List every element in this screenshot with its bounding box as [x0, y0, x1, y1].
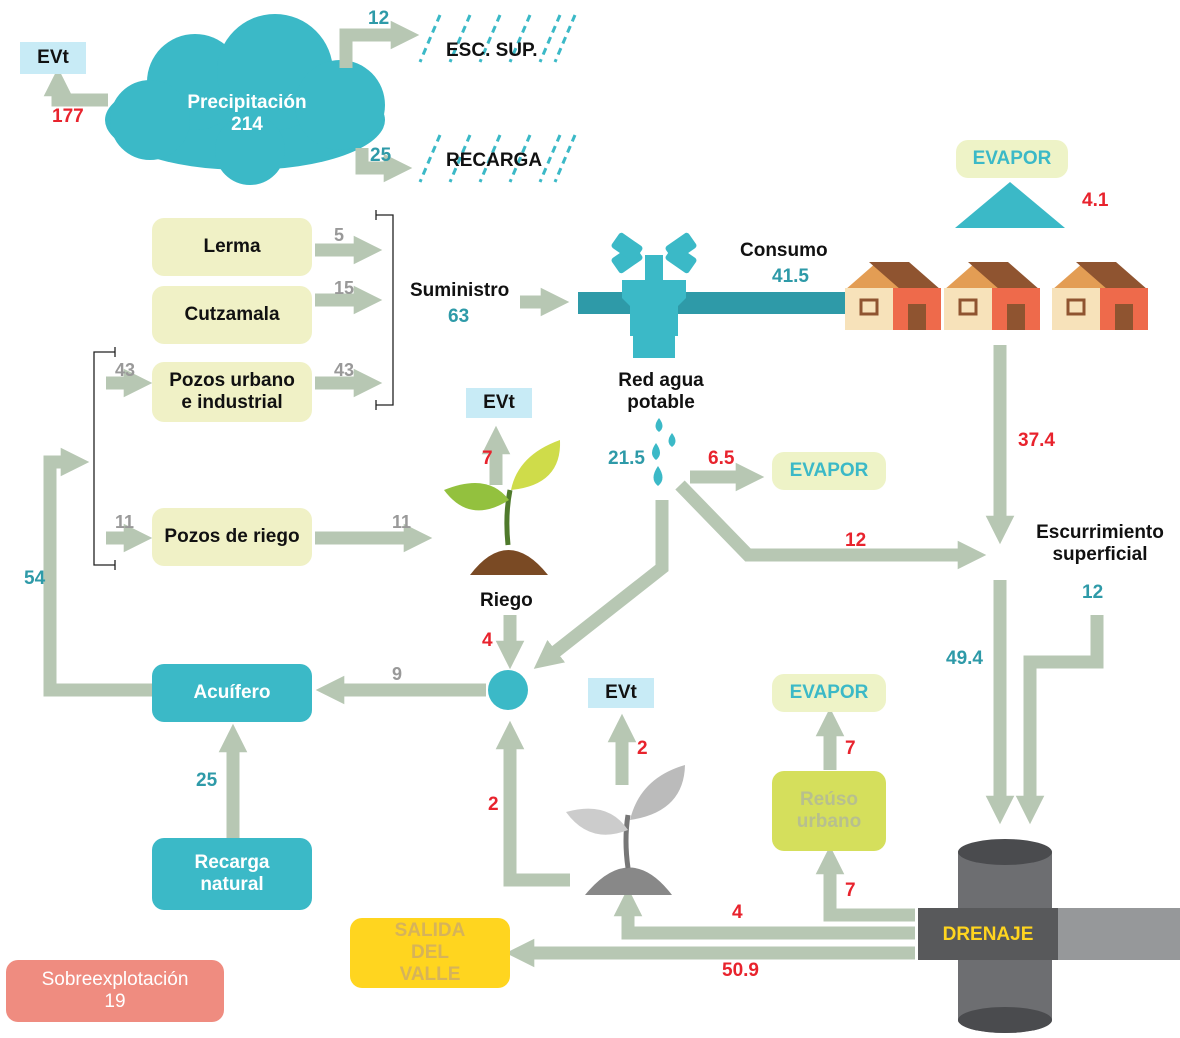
lerma-box: Lerma — [152, 218, 312, 276]
houses-icon — [845, 262, 1148, 330]
consumo-label: Consumo — [740, 240, 828, 261]
acuifero-up-value: 54 — [24, 568, 46, 589]
plant2-evt-box: EVt — [588, 678, 654, 708]
riego-label: Riego — [480, 590, 533, 611]
water-drops-icon — [652, 418, 676, 486]
leak-value: 21.5 — [608, 448, 645, 469]
arrow-acuifero-up — [43, 447, 152, 697]
plant2-evt-value: 2 — [637, 738, 648, 759]
reuso-in-value: 7 — [845, 880, 856, 901]
drenaje-salida-value: 50.9 — [722, 960, 759, 981]
plant2-node-value: 2 — [488, 794, 499, 815]
plant-icon — [444, 440, 561, 575]
evt-top-box: EVt — [20, 42, 86, 74]
pozos-urb-out-value: 43 — [334, 360, 355, 380]
esc-sup-value: 12 — [368, 8, 390, 29]
suministro-value: 63 — [448, 306, 470, 327]
arrow-drenaje-reuso — [815, 845, 915, 922]
recarga-natural-box: Recarga natural — [152, 838, 312, 910]
pozos-riego-box: Pozos de riego — [152, 508, 312, 566]
evapor-mid-box: EVAPOR — [772, 452, 886, 490]
houses-escurr-value: 37.4 — [1018, 430, 1055, 451]
riego-evt-value: 7 — [482, 448, 493, 469]
riego-node-value: 4 — [482, 630, 493, 651]
pozos-urb-in-value: 43 — [115, 360, 136, 380]
drenaje-label: DRENAJE — [942, 924, 1034, 945]
reuso-evapor-value: 7 — [845, 738, 856, 759]
recarga-label: RECARGA — [446, 150, 543, 171]
node-acuifero-value: 9 — [392, 664, 403, 684]
brackets — [93, 210, 394, 570]
esc-sup-label: ESC. SUP. — [446, 40, 538, 61]
arrow-plant2-node — [495, 720, 570, 887]
acuifero-box: Acuífero — [152, 664, 312, 722]
lerma-value: 5 — [334, 225, 345, 245]
flow-arrows — [43, 20, 1104, 968]
arrow-drenaje-plant — [613, 887, 915, 940]
pozos-riego-out-value: 11 — [392, 512, 412, 532]
escurr-down-value: 49.4 — [946, 648, 983, 669]
escurr-value: 12 — [1082, 582, 1104, 603]
consumo-value: 41.5 — [772, 266, 809, 287]
arrow-red-node — [533, 500, 669, 669]
suministro-label: Suministro — [410, 280, 510, 301]
evt-top-value: 177 — [52, 106, 84, 127]
cutzamala-value: 15 — [334, 278, 355, 298]
arrow-red-escurr — [675, 480, 987, 570]
pozos-riego-in-value: 11 — [115, 512, 135, 532]
reuso-urbano-box: Reúso urbano — [772, 771, 886, 851]
recarga-natural-value: 25 — [196, 770, 218, 791]
evapor-top-box: EVAPOR — [956, 140, 1068, 178]
cutzamala-box: Cutzamala — [152, 286, 312, 344]
arrow-cloud-to-recarga — [355, 148, 413, 183]
rain-icon — [418, 14, 577, 183]
red-escurr-value: 12 — [845, 530, 867, 551]
junction-node — [488, 670, 528, 710]
cloud-icon — [105, 14, 385, 185]
recarga-value: 25 — [370, 145, 392, 166]
evapor-top-value: 4.1 — [1082, 190, 1109, 211]
arrow-cloud-to-evt — [43, 67, 108, 107]
evapor-mid-value: 6.5 — [708, 448, 735, 469]
tap-icon — [611, 232, 697, 358]
escurr-label: Escurrimiento superficial — [1036, 522, 1164, 565]
riego-evt-box: EVt — [466, 388, 532, 418]
arrow-cloud-to-esc — [339, 20, 420, 68]
grey-plant-icon — [566, 765, 685, 895]
evapor-reuso-box: EVAPOR — [772, 674, 886, 712]
drenaje-plant-value: 4 — [732, 902, 743, 923]
red-agua-label: Red agua potable — [618, 370, 704, 413]
pozos-urbano-box: Pozos urbano e industrial — [152, 362, 312, 422]
drainage-pipe-icon — [918, 839, 1180, 1033]
salida-valle-box: SALIDA DEL VALLE — [350, 918, 510, 988]
water-pipe — [578, 292, 850, 314]
arrow-escurr12 — [1015, 615, 1104, 825]
evapor-triangle — [955, 182, 1065, 228]
